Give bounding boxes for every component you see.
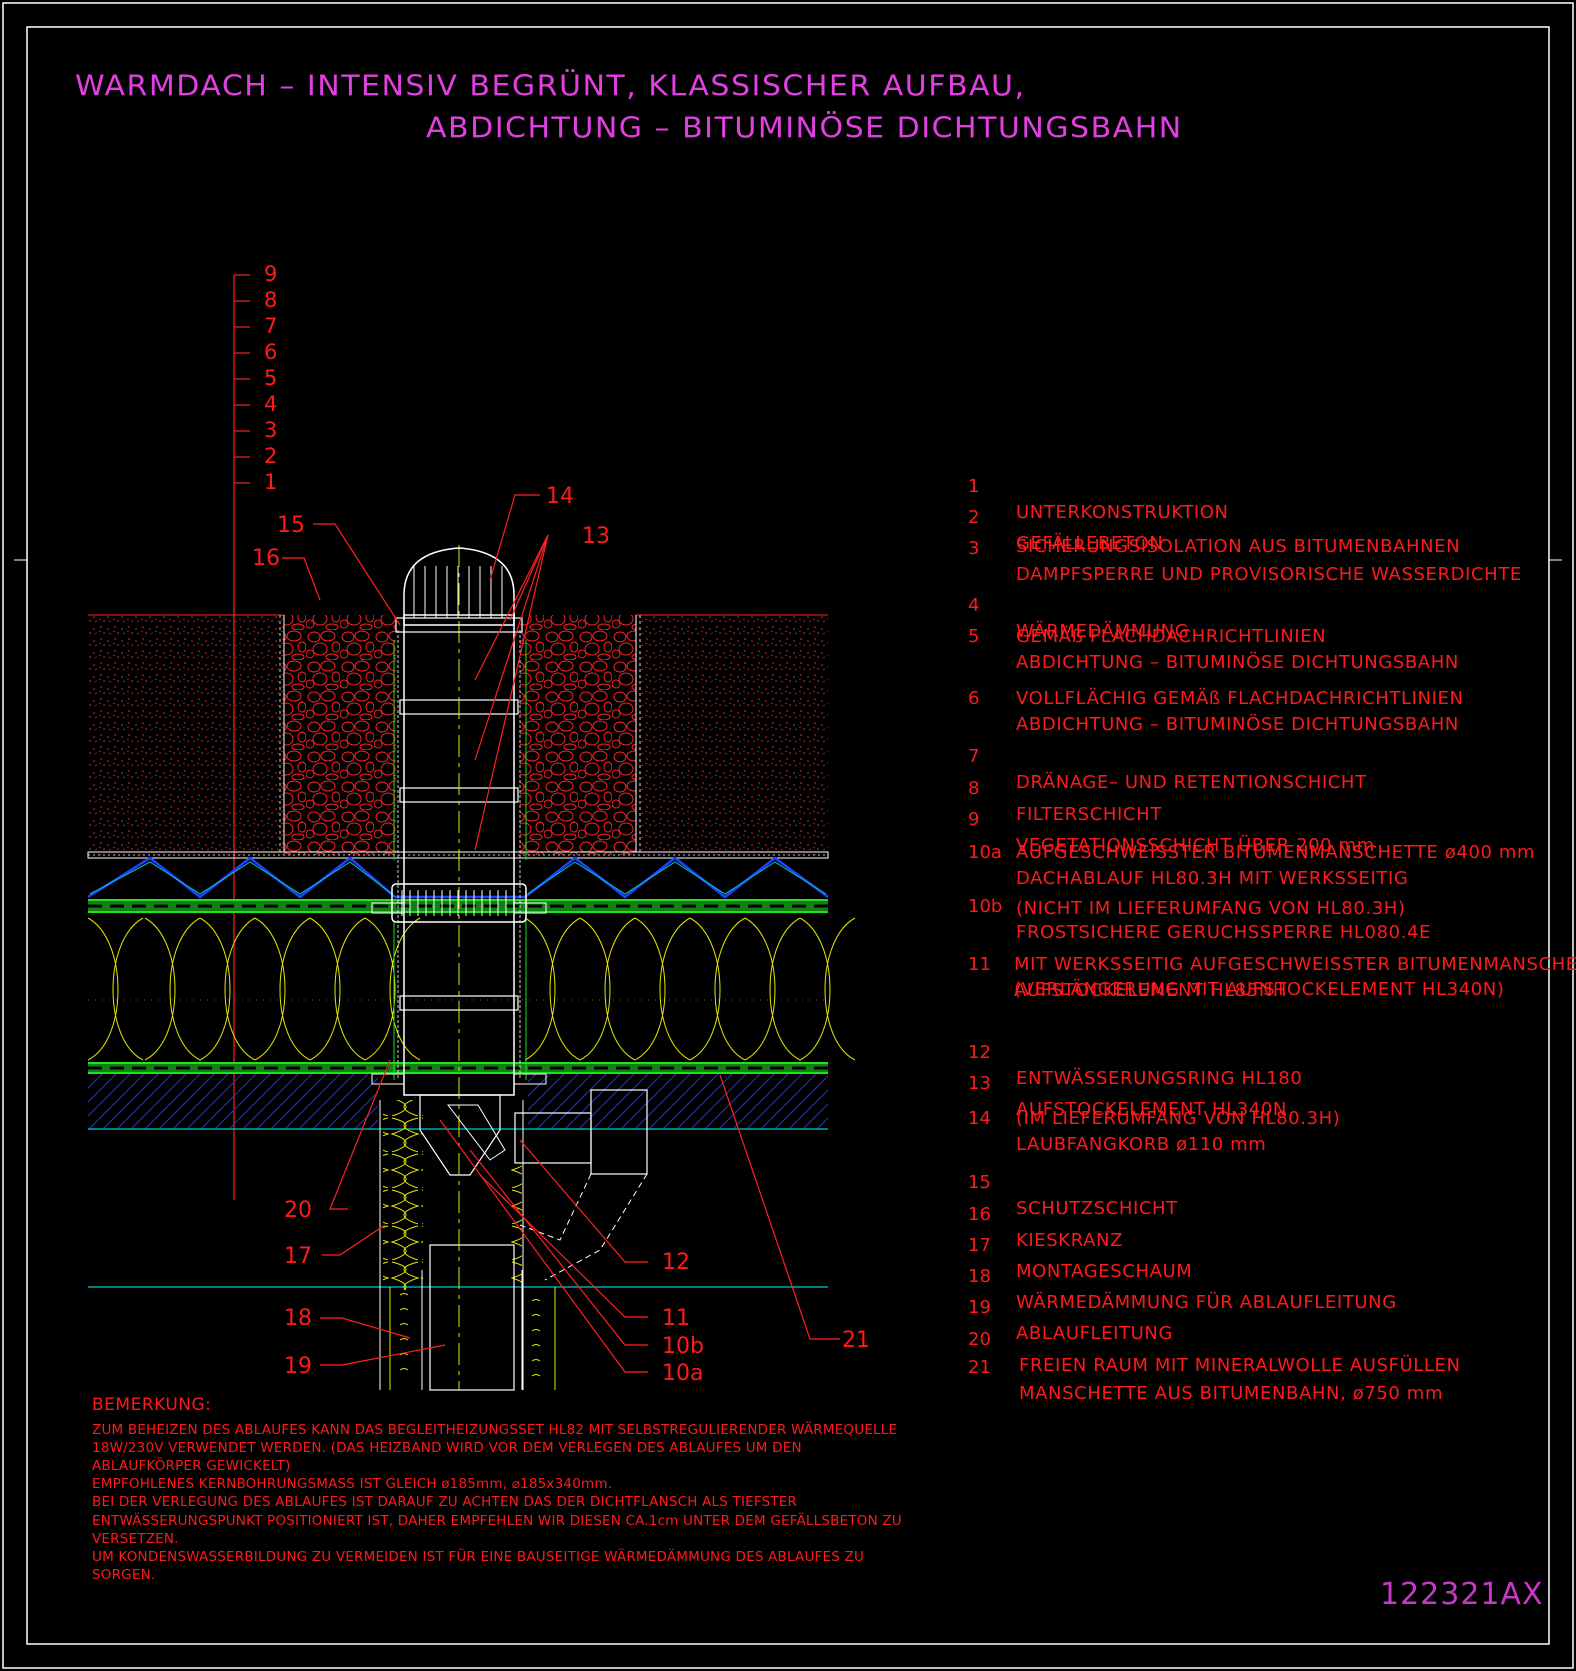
title-line-2: ABDICHTUNG – BITUMINÖSE DICHTUNGSBAHN (426, 112, 1183, 146)
drain-body (371, 545, 547, 1390)
legend-item-5: 5 ABDICHTUNG – BITUMINÖSE DICHTUNGSBAHN … (968, 626, 1459, 673)
remark-line: UM KONDENSWASSERBILDUNG ZU VERMEIDEN IST… (92, 1549, 865, 1565)
vegetation-layer (88, 614, 828, 855)
legend-item-10a: 10a DACHABLAUF HL80.3H MIT WERKSSEITIG A… (968, 842, 1536, 889)
legend-item-21: 21 MANSCHETTE AUS BITUMENBAHN, ø750 mm (968, 1357, 1444, 1404)
legend-item-1: 1 UNTERKONSTRUKTION (968, 476, 1229, 523)
legend-item-11: 11 AUFSTOCKELEMENT HL85NH MIT WERKSSEITI… (968, 954, 1576, 1001)
scale-number-9: 9 (264, 262, 278, 286)
remark-line: ABLAUFKÖRPER GEWICKELT) (92, 1458, 291, 1474)
remark-line: SORGEN. (92, 1567, 156, 1583)
legend-item-18: 18 WÄRMEDÄMMUNG FÜR ABLAUFLEITUNG (968, 1266, 1397, 1313)
callout-18: 18 (284, 1306, 312, 1331)
legend-item-17: 17 MONTAGESCHAUM (968, 1235, 1193, 1282)
thermal-insulation (87, 917, 856, 1061)
scale-number-7: 7 (264, 314, 278, 338)
legend-item-16: 16 KIESKRANZ (968, 1204, 1124, 1251)
callout-10b: 10b (662, 1334, 704, 1359)
legend-item-13: 13 AUFSTOCKELEMENT HL340N (968, 1073, 1287, 1120)
legend-item-8: 8 FILTERSCHICHT (968, 778, 1162, 825)
pipe-insulation (389, 1287, 556, 1390)
drawing-number: 122321AX (1380, 1577, 1544, 1612)
inner-frame (26, 26, 1550, 1645)
scale-number-1: 1 (264, 470, 278, 494)
legend-item-10b: 10b FROSTSICHERE GERUCHSSPERRE HL080.4E … (968, 896, 1432, 943)
scale-number-3: 3 (264, 418, 278, 442)
scale-number-5: 5 (264, 366, 278, 390)
remarks-title: BEMERKUNG: (92, 1395, 212, 1415)
callout-11: 11 (662, 1306, 690, 1331)
legend-item-14: 14 LAUBFANGKORB ø110 mm (IM LIEFERUMFANG… (968, 1108, 1341, 1155)
leaf-guard (395, 547, 523, 633)
callout-14: 14 (546, 484, 574, 509)
scale-number-6: 6 (264, 340, 278, 364)
legend-item-3: 3 DAMPFSPERRE UND PROVISORISCHE WASSERDI… (968, 536, 1522, 585)
core-hole (379, 1100, 524, 1390)
legend-item-20: 20 FREIEN RAUM MIT MINERALWOLLE AUSFÜLLE… (968, 1329, 1461, 1376)
gravel-ring (279, 615, 641, 855)
remark-line: BEI DER VERLEGUNG DES ABLAUFES IST DARAU… (92, 1494, 798, 1510)
leader-lines (282, 494, 840, 1373)
legend-item-7: 7 DRÄNAGE– UND RETENTIONSCHICHT (968, 746, 1367, 793)
callout-10a: 10a (662, 1361, 704, 1386)
callout-13: 13 (582, 524, 610, 549)
legend-item-9: 9 VEGETATIONSSCHICHT ÜBER 200 mm (968, 809, 1375, 856)
callout-12: 12 (662, 1250, 690, 1275)
odour-trap (419, 1089, 648, 1281)
title-line-1: WARMDACH – INTENSIV BEGRÜNT, KLASSISCHER… (75, 70, 1026, 104)
callout-17: 17 (284, 1244, 312, 1269)
remark-line: VERSETZEN. (92, 1531, 179, 1547)
scale-number-8: 8 (264, 288, 278, 312)
remark-line: ZUM BEHEIZEN DES ABLAUFES KANN DAS BEGLE… (92, 1422, 898, 1438)
callout-20: 20 (284, 1198, 312, 1223)
filter-layer (87, 851, 829, 859)
scale-number-4: 4 (264, 392, 278, 416)
callout-16: 16 (252, 546, 280, 571)
scale-number-2: 2 (264, 444, 278, 468)
callout-19: 19 (284, 1354, 312, 1379)
callout-15: 15 (277, 513, 305, 538)
legend-item-19: 19 ABLAUFLEITUNG (968, 1297, 1174, 1344)
remark-line: EMPFOHLENES KERNBOHRUNGSMASS IST GLEICH … (92, 1476, 613, 1492)
legend-item-6: 6 ABDICHTUNG – BITUMINÖSE DICHTUNGSBAHN … (968, 688, 1464, 735)
legend-item-12: 12 ENTWÄSSERUNGSRING HL180 (968, 1042, 1303, 1089)
remark-line: 18W/230V VERWENDET WERDEN. (DAS HEIZBAND… (92, 1440, 802, 1456)
legend-item-15: 15 SCHUTZSCHICHT (968, 1172, 1178, 1219)
vapour-barrier (88, 1062, 828, 1074)
legend-item-2: 2 GEFÄLLEBETON (968, 507, 1164, 554)
callout-21: 21 (842, 1328, 870, 1353)
drainage-layer (87, 856, 829, 899)
legend-item-4: 4 WÄRMEDÄMMUNG (968, 595, 1190, 642)
remark-line: ENTWÄSSERUNGSPUNKT POSITIONIERT IST, DAH… (92, 1513, 902, 1529)
slope-concrete (88, 1074, 828, 1130)
drainage-ring (391, 883, 527, 923)
drain-pipe (421, 1244, 523, 1391)
